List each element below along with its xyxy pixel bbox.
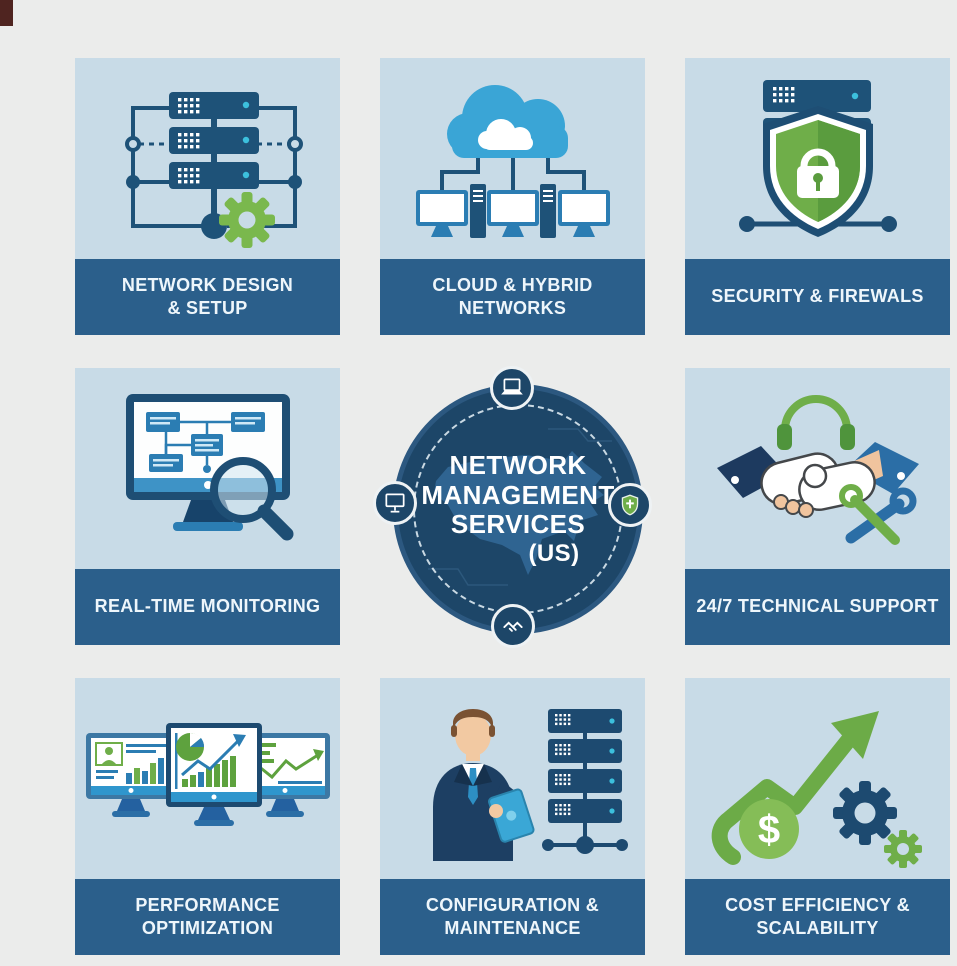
server-stack-gear-icon (75, 58, 340, 259)
center-title: NETWORK MANAGEMENT SERVICES (US) (398, 389, 638, 629)
tile-label-cost-efficiency: COST EFFICIENCY & SCALABILITY (685, 879, 950, 955)
tile-real-time-monitoring: REAL-TIME MONITORING (75, 368, 340, 645)
tile-label-support: 24/7 TECHNICAL SUPPORT (685, 569, 950, 645)
cloud-network-icon (380, 58, 645, 259)
tile-label-network-design: NETWORK DESIGN & SETUP (75, 259, 340, 335)
tile-label-line: COST EFFICIENCY & (725, 894, 910, 915)
tile-label-line: 24/7 TECHNICAL SUPPORT (696, 596, 939, 617)
growth-arrow-gears-svg: $ (711, 710, 922, 868)
tile-label-line: NETWORK DESIGN (121, 274, 294, 295)
center-title-line: SERVICES (450, 509, 586, 540)
dollar-sign-label: $ (757, 808, 779, 852)
tile-network-design-setup: NETWORK DESIGN & SETUP (75, 58, 340, 335)
tile-cost-efficiency: $ COST EFFICIENCY & SCALA (685, 678, 950, 955)
laptop-icon (501, 378, 523, 395)
handshake-icon (503, 621, 523, 632)
tile-label-configuration: CONFIGURATION & MAINTENANCE (380, 879, 645, 955)
tile-label-line: OPTIMIZATION (141, 918, 274, 938)
cloud-network-svg (415, 85, 610, 238)
hub-badge-top (490, 366, 534, 410)
handshake-headset-icon (685, 368, 950, 569)
growth-arrow-gears-icon: $ (685, 678, 950, 879)
center-subtitle: (US) (528, 539, 580, 567)
center-title-line: NETWORK (449, 449, 587, 480)
tile-label-monitoring: REAL-TIME MONITORING (75, 569, 340, 645)
server-stack-gear-svg (124, 92, 303, 248)
tile-label-security: SECURITY & FIREWALS (685, 259, 950, 335)
tile-label-line: MAINTENANCE (444, 918, 581, 938)
tile-label-cloud-hybrid: CLOUD & HYBRID NETWORKS (380, 259, 645, 335)
dashboard-monitors-icon (75, 678, 340, 879)
monitor-icon (385, 493, 405, 513)
dashboard-monitors-svg (85, 723, 330, 826)
technician-servers-svg (397, 688, 628, 861)
tile-performance-optimization: PERFORMANCE OPTIMIZATION (75, 678, 340, 955)
tile-technical-support: 24/7 TECHNICAL SUPPORT (685, 368, 950, 645)
shield-icon (621, 494, 639, 516)
monitor-magnifier-svg (125, 394, 293, 541)
corner-artifact (0, 0, 13, 26)
tile-label-performance: PERFORMANCE OPTIMIZATION (75, 879, 340, 955)
tile-label-line: PERFORMANCE (135, 894, 280, 915)
shield-lock-server-svg (738, 80, 897, 237)
handshake-headset-svg (716, 395, 919, 545)
tile-cloud-hybrid-networks: CLOUD & HYBRID NETWORKS (380, 58, 645, 335)
tile-label-line: & SETUP (167, 298, 248, 318)
hub-badge-left (373, 481, 417, 525)
tile-label-line: CONFIGURATION & (425, 894, 600, 915)
hub-badge-bottom (491, 604, 535, 648)
tile-label-line: REAL-TIME MONITORING (94, 596, 321, 617)
tile-label-line: SECURITY & FIREWALS (711, 286, 924, 307)
center-title-line: MANAGEMENT (421, 479, 615, 510)
hub-badge-right (608, 483, 652, 527)
center-hub: NETWORK MANAGEMENT SERVICES (US) (393, 384, 643, 634)
monitor-magnifier-icon (75, 368, 340, 569)
shield-lock-server-icon (685, 58, 950, 259)
technician-servers-icon (380, 678, 645, 879)
tile-label-line: SCALABILITY (756, 918, 879, 938)
tile-security-firewalls: SECURITY & FIREWALS (685, 58, 950, 335)
tile-label-line: CLOUD & HYBRID NETWORKS (432, 274, 593, 318)
tile-configuration-maintenance: CONFIGURATION & MAINTENANCE (380, 678, 645, 955)
